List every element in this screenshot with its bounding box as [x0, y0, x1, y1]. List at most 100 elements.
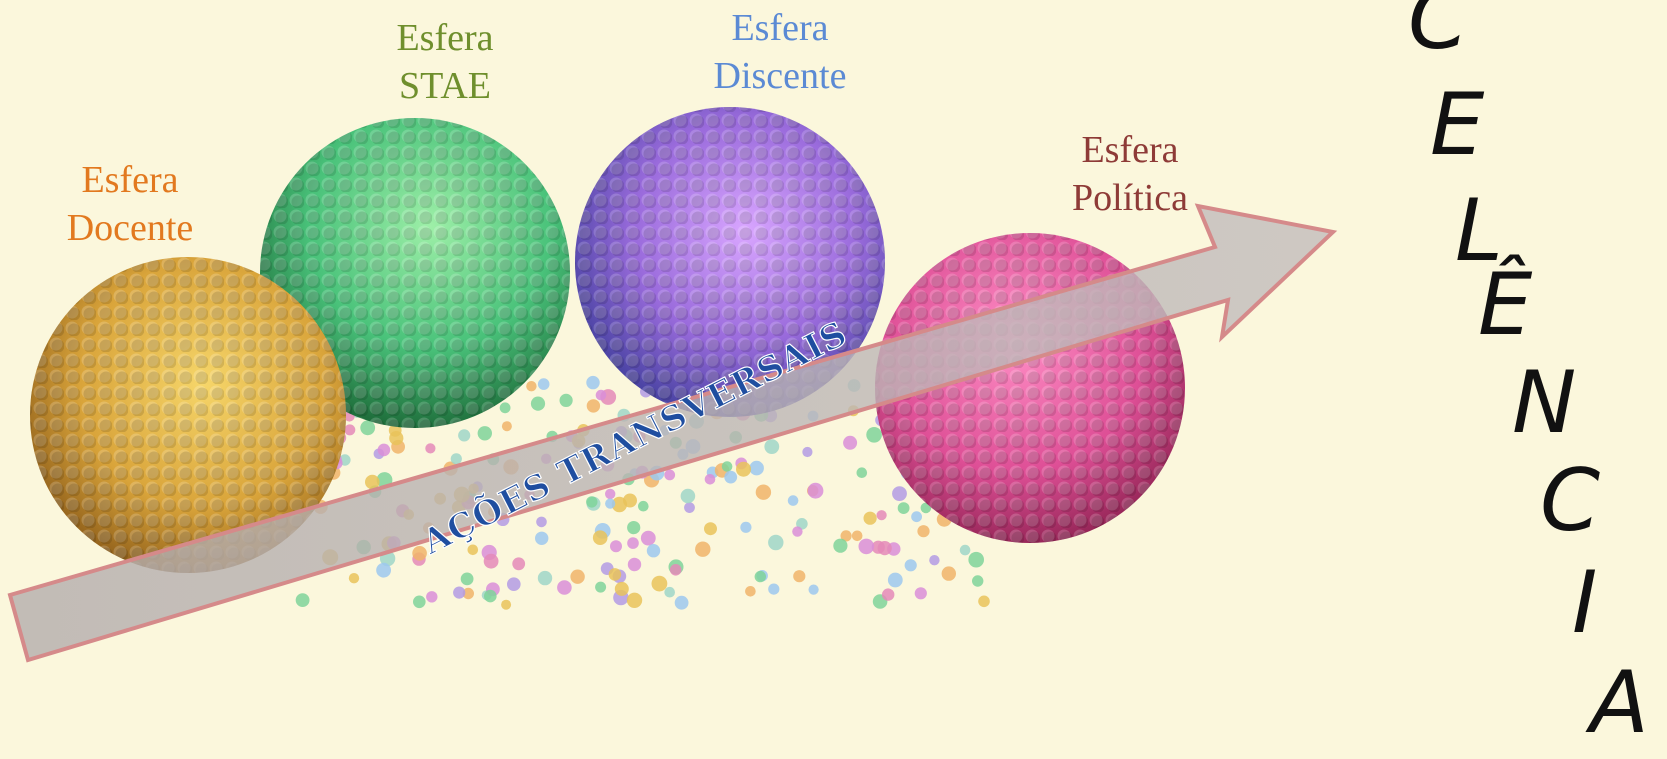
particle: [764, 439, 779, 454]
particle: [788, 495, 799, 506]
vertical-letter: A: [1590, 660, 1649, 746]
particle: [425, 443, 435, 453]
particle: [344, 424, 355, 435]
particle: [802, 447, 812, 457]
label-esfera-docente: Esfera Docente: [30, 156, 230, 252]
label-esfera-politica: Esfera Política: [1030, 126, 1230, 222]
particle: [502, 421, 512, 431]
particle: [360, 420, 375, 435]
particle: [501, 600, 511, 610]
particle: [623, 494, 637, 508]
particle: [749, 461, 764, 476]
vertical-letter: E: [1430, 82, 1484, 168]
particle: [833, 539, 847, 553]
particle: [641, 531, 656, 546]
particle: [684, 502, 695, 513]
particle: [536, 517, 547, 528]
particle: [605, 499, 615, 509]
particle: [526, 381, 536, 391]
particle: [960, 545, 971, 556]
vertical-letter: Ê: [1478, 262, 1532, 348]
particle: [627, 521, 640, 534]
particle: [882, 588, 894, 600]
particle: [378, 444, 391, 457]
particle: [768, 584, 779, 595]
particle: [911, 511, 922, 522]
particle: [972, 575, 983, 586]
label-line: Esfera: [30, 156, 230, 204]
label-line: Política: [1030, 174, 1230, 222]
particle: [586, 496, 597, 507]
particle: [627, 593, 642, 608]
particle: [535, 532, 548, 545]
particle: [389, 431, 403, 445]
particle: [610, 540, 622, 552]
particle: [538, 571, 552, 585]
particle: [596, 390, 607, 401]
particle: [857, 467, 868, 478]
particle: [586, 376, 599, 389]
particle: [793, 570, 805, 582]
particle: [478, 426, 492, 440]
particle: [942, 566, 956, 580]
label-line: Esfera: [1030, 126, 1230, 174]
particle: [917, 525, 929, 537]
particle: [500, 402, 511, 413]
label-line: Esfera: [345, 14, 545, 62]
particle: [755, 571, 766, 582]
particle: [461, 573, 474, 586]
particle: [426, 591, 437, 602]
particle: [587, 399, 600, 412]
particle: [413, 596, 426, 609]
label-line: Docente: [30, 204, 230, 252]
particle: [724, 471, 737, 484]
particle: [593, 530, 608, 545]
particle: [349, 573, 359, 583]
particle: [877, 510, 887, 520]
particle: [453, 587, 465, 599]
particle: [892, 486, 907, 501]
particle: [866, 427, 882, 443]
particle: [859, 539, 875, 555]
particle: [978, 596, 990, 608]
particle: [296, 593, 310, 607]
particle: [722, 461, 733, 472]
particle: [809, 585, 819, 595]
particle: [670, 564, 682, 576]
vertical-letter: I: [1572, 560, 1597, 646]
particle: [843, 436, 857, 450]
particle: [458, 429, 470, 441]
particle: [484, 590, 497, 603]
particle: [538, 378, 550, 390]
particle: [968, 552, 984, 568]
label-line: Esfera: [680, 4, 880, 52]
particle: [705, 474, 716, 485]
particle: [560, 394, 573, 407]
particle: [664, 587, 675, 598]
particle: [615, 582, 629, 596]
particle: [808, 483, 824, 499]
particle: [376, 563, 391, 578]
particle: [864, 512, 877, 525]
particle: [595, 582, 606, 593]
particle: [929, 555, 939, 565]
particle: [627, 537, 639, 549]
particle: [557, 580, 572, 595]
particle: [451, 453, 462, 464]
label-line: STAE: [345, 62, 545, 110]
particle: [740, 522, 751, 533]
particle: [768, 535, 783, 550]
particle: [605, 489, 615, 499]
particle: [736, 462, 751, 477]
vertical-letter: N: [1512, 360, 1576, 446]
particle: [695, 542, 710, 557]
particle: [888, 573, 903, 588]
particle: [792, 526, 802, 536]
particle: [756, 485, 771, 500]
particle: [570, 570, 584, 584]
particle: [647, 544, 660, 557]
particle: [628, 558, 641, 571]
particle: [745, 586, 756, 597]
particle: [652, 576, 668, 592]
